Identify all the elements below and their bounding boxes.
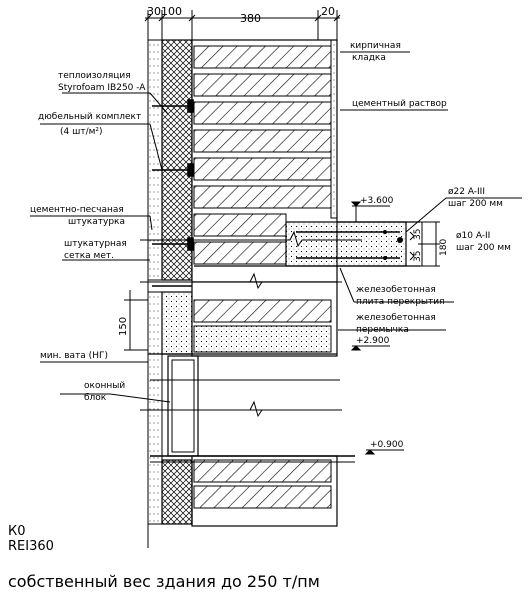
label-lintel-2: перемычка [356, 325, 409, 335]
window-dimension [124, 290, 148, 351]
label-rebar-top-2: шаг 200 мм [448, 199, 503, 209]
dim-slab-cover-bottom: 35 [413, 251, 423, 262]
label-dowel-1: дюбельный комплект [38, 112, 141, 122]
leader-lines [30, 51, 522, 403]
label-rebar-side-2: шаг 200 мм [456, 243, 511, 253]
label-rebar-top-1: ø22 A-III [448, 187, 485, 197]
label-render-1: цементно-песчаная [30, 205, 124, 215]
rc-floor-slab [194, 221, 420, 267]
dim-window-gap: 150 [118, 317, 129, 336]
label-thermal-insulation-2: Styrofoam IB250 -A [58, 83, 146, 93]
top-dimension-chain [144, 10, 341, 40]
outer-render-lower [147, 291, 163, 525]
label-mineral-wool: мин. вата (НГ) [40, 351, 108, 361]
window-unit [150, 355, 340, 457]
label-mortar: цементный раствор [352, 99, 447, 109]
label-rebar-side-1: ø10 A-II [456, 231, 490, 241]
dim-insulation-outer: 30 [147, 5, 161, 18]
label-window-2: блок [84, 393, 107, 403]
break-lines [140, 40, 362, 548]
label-lintel-1: железобетонная [356, 313, 436, 323]
brick-masonry-middle [191, 281, 338, 357]
label-window-1: оконный [84, 381, 125, 391]
level-sill: +0.900 [370, 440, 404, 450]
label-mesh-2: сетка мет. [64, 251, 114, 261]
level-lintel-bottom: +2.900 [356, 336, 390, 346]
label-brick-2: кладка [352, 53, 386, 63]
label-slab-1: железобетонная [356, 285, 436, 295]
dim-inner-plaster: 20 [321, 5, 335, 18]
level-slab-top: +3.600 [360, 196, 394, 206]
brick-masonry-lower [150, 455, 355, 527]
dim-slab-thickness: 180 [439, 239, 449, 256]
fire-class-line-1: К0 [8, 524, 26, 539]
level-markers [350, 201, 404, 455]
label-brick-1: кирпичная [350, 41, 401, 51]
dim-brick-width: 380 [240, 12, 261, 25]
fire-class-block: К0 REI360 [8, 524, 54, 554]
label-slab-2: плита перекрытия [356, 297, 445, 307]
label-mesh-1: штукатурная [64, 239, 127, 249]
fire-class-line-2: REI360 [8, 539, 54, 554]
load-note: собственный вес здания до 250 т/пм [8, 572, 320, 591]
brick-masonry-upper [191, 39, 338, 283]
dowel-fasteners [152, 99, 194, 287]
dim-insulation-width: 100 [161, 5, 182, 18]
label-thermal-insulation-1: теплоизоляция [58, 71, 131, 81]
mineral-wool-fire-break [161, 291, 193, 355]
label-dowel-2: (4 шт/м²) [60, 127, 103, 137]
dim-slab-cover-top: 35 [413, 229, 423, 240]
label-render-2: штукатурка [68, 217, 125, 227]
